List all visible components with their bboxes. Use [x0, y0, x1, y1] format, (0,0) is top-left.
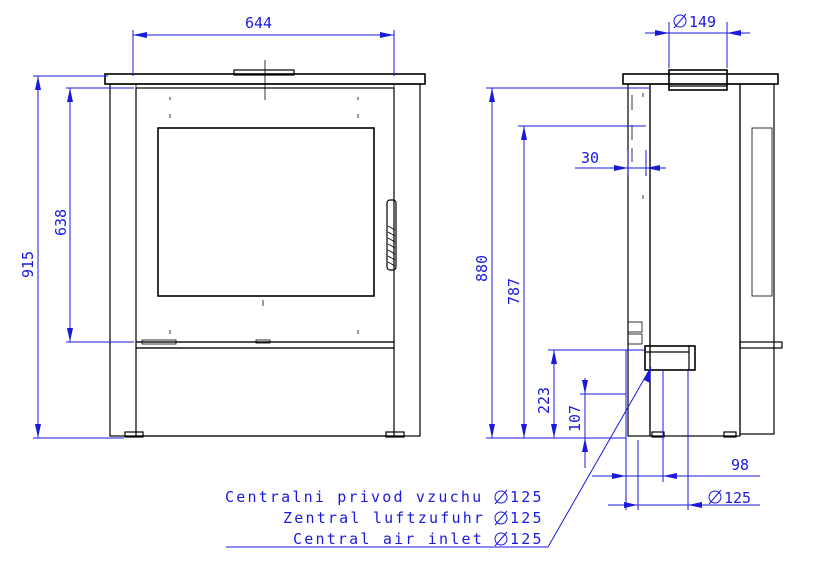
side-right-foot	[723, 431, 737, 438]
side-left-foot	[651, 431, 665, 438]
ash-drawer-handle	[141, 339, 177, 345]
front-left-side-panel	[109, 83, 137, 437]
diameter-symbol	[494, 510, 508, 526]
side-connector-lower	[627, 333, 643, 345]
side-body-front	[627, 83, 651, 437]
diameter-symbol	[673, 13, 687, 29]
front-base-panel	[135, 347, 395, 437]
side-air-inlet-pipe	[644, 345, 696, 371]
front-view	[104, 60, 426, 438]
dim-inlet-center: 107	[566, 405, 584, 432]
dim-inlet-height: 223	[535, 387, 553, 414]
note-diameter-de: 125	[510, 509, 544, 527]
dim-flue-offset: 30	[581, 149, 599, 167]
diameter-symbol	[708, 489, 722, 505]
dim-side-height: 880	[473, 255, 491, 282]
note-diameter-cz: 125	[510, 488, 544, 506]
air-inlet-note: Centralni privod vzuchu Zentral luftzufu…	[225, 488, 544, 548]
side-rear-vent	[751, 127, 773, 297]
dim-inlet-offset: 98	[731, 456, 749, 474]
note-line-en: Central air inlet	[293, 530, 484, 548]
front-left-foot	[124, 431, 144, 438]
ash-drawer-latch	[255, 339, 271, 344]
door-handle-grip	[387, 225, 396, 267]
side-rear-panel	[739, 83, 775, 435]
dim-flue-diameter: 149	[689, 13, 716, 31]
front-handle-top	[233, 69, 295, 76]
front-right-foot	[385, 431, 405, 438]
side-view	[622, 69, 783, 438]
note-line-cz: Centralni privod vzuchu	[225, 488, 483, 506]
side-connector-upper	[627, 321, 643, 333]
note-line-de: Zentral luftzufuhr	[283, 509, 485, 527]
note-diameter-en: 125	[510, 530, 544, 548]
dim-door-height: 638	[52, 209, 70, 236]
dim-front-width: 644	[245, 14, 272, 32]
front-right-side-panel	[393, 83, 421, 437]
front-glass-window	[157, 127, 375, 297]
side-top-plate	[622, 73, 779, 85]
door-handle	[386, 199, 397, 271]
diameter-symbol	[494, 489, 508, 505]
diameter-symbol	[494, 531, 508, 547]
dim-inlet-diameter: 125	[724, 489, 751, 507]
dimensions: 644 915 638 149 880	[19, 13, 760, 548]
dim-front-height: 915	[19, 251, 37, 278]
inlet-leader	[547, 366, 652, 548]
side-rear-shelf	[739, 341, 783, 349]
front-door-frame	[135, 87, 395, 343]
side-flue-collar	[668, 69, 728, 91]
dim-flue-height: 787	[505, 278, 523, 305]
